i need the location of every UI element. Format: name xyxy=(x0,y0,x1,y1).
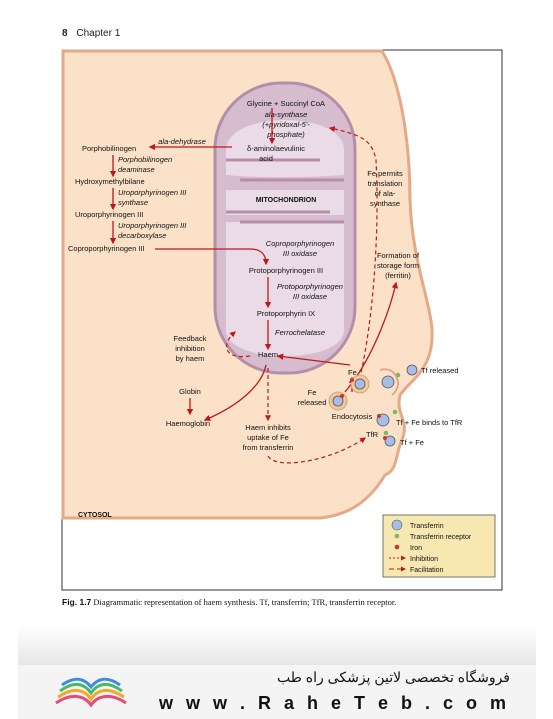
cytosol-label: CYTOSOL xyxy=(78,512,112,519)
protoporphyrinogen-iii: Protoporphyrinogen III xyxy=(249,266,323,275)
chapter-label: Chapter 1 xyxy=(76,28,121,39)
ala-synthase-label: ala-synthase xyxy=(265,110,308,119)
protoporphyrin-ix: Protoporphyrin IX xyxy=(257,309,315,318)
book-logo-icon xyxy=(55,677,127,708)
haem-inhibits-1: Haem inhibits xyxy=(245,423,291,432)
feedback-1: Feedback xyxy=(174,334,207,343)
storage-1: Formation of xyxy=(377,251,420,260)
haem-label: Haem xyxy=(258,350,278,359)
ala-dehydrase-label: ala-dehydrase xyxy=(158,137,206,146)
caption-label: Fig. 1.7 xyxy=(62,597,92,607)
figure-caption: Fig. 1.7 Diagrammatic representation of … xyxy=(62,597,502,607)
legend-receptor-swatch xyxy=(394,533,400,539)
haemoglobin-label: Haemoglobin xyxy=(166,419,210,428)
porphobilinogen-label: Porphobilinogen xyxy=(82,144,136,153)
page-number: 8 xyxy=(62,28,68,39)
phosphate-label: phosphate) xyxy=(266,130,305,139)
copro3-label: Coproporphyrinogen III xyxy=(68,244,145,253)
legend-iron-swatch xyxy=(394,544,400,550)
page-header: 8 Chapter 1 xyxy=(62,28,120,39)
haem-synthesis-figure: Glycine + Succinyl CoA ala-synthase (+py… xyxy=(61,49,503,591)
fe-released-1: Fe xyxy=(308,388,317,397)
legend-transferrin-receptor: Transferrin receptor xyxy=(410,534,472,541)
uro3-decarb-2: decarboxylase xyxy=(118,231,166,240)
legend-facilitation: Facilitation xyxy=(410,567,444,574)
tf-fe-label: Tf + Fe xyxy=(400,438,424,447)
copro-oxidase-1: Coproporphyrinogen xyxy=(266,239,334,248)
ferrochelatase-label: Ferrochelatase xyxy=(275,328,325,337)
endocytosis-label: Endocytosis xyxy=(332,412,373,421)
storage-3: (ferritin) xyxy=(385,271,411,280)
fe-label: Fe xyxy=(348,368,357,377)
legend-iron: Iron xyxy=(410,545,422,552)
uro3-synthase-1: Uroporphyrinogen III xyxy=(118,188,186,197)
legend-inhibition: Inhibition xyxy=(410,556,438,563)
fe-permits-2: translation xyxy=(368,179,403,188)
uro3-label: Uroporphyrinogen III xyxy=(75,210,143,219)
glycine-succinyl: Glycine + Succinyl CoA xyxy=(247,99,325,108)
copro-oxidase-2: III oxidase xyxy=(283,249,317,258)
tf-released-label: Tf released xyxy=(421,366,459,375)
tfr-label: TfR xyxy=(366,430,379,439)
pbg-deaminase-1: Porphobilinogen xyxy=(118,155,172,164)
uro3-synthase-2: synthase xyxy=(118,198,148,207)
ala-label: δ-aminolaevulinic xyxy=(247,144,305,153)
storage-2: storage form xyxy=(377,261,419,270)
haem-inhibits-2: uptake of Fe xyxy=(247,433,289,442)
tf-fe-binds-label: Tf + Fe binds to TfR xyxy=(396,418,463,427)
feedback-2: inhibition xyxy=(175,344,205,353)
footer-persian: فروشگاه تخصصی لاتین پزشکی راه طب xyxy=(277,669,510,685)
haem-inhibits-3: from transferrin xyxy=(243,443,294,452)
caption-text: Diagrammatic representation of haem synt… xyxy=(93,597,397,607)
legend: Transferrin Transferrin receptor Iron In… xyxy=(382,514,496,578)
hmb-label: Hydroxymethylbilane xyxy=(75,177,145,186)
proto-oxidase-2: III oxidase xyxy=(293,292,327,301)
mitochondrion-label: MITOCHONDRION xyxy=(256,197,317,204)
fe-permits-1: Fe permits xyxy=(367,169,403,178)
legend-transferrin: Transferrin xyxy=(410,523,444,530)
acid-label: acid xyxy=(259,154,273,163)
watermark-footer: فروشگاه تخصصی لاتین پزشکی راه طب w w w .… xyxy=(18,665,536,719)
pbg-deaminase-2: deaminase xyxy=(118,165,155,174)
fe-permits-3: of ala- xyxy=(375,189,396,198)
fe-released-2: released xyxy=(298,398,327,407)
uro3-decarb-1: Uroporphyrinogen III xyxy=(118,221,186,230)
globin-label: Globin xyxy=(179,387,201,396)
feedback-3: by haem xyxy=(176,354,205,363)
footer-site: w w w . R a h e T e b . c o m xyxy=(158,693,510,713)
page-shadow xyxy=(18,625,536,665)
fe-permits-4: synthase xyxy=(370,199,400,208)
pyridoxal-label: (+pyridoxal-5'- xyxy=(262,120,310,129)
legend-transferrin-swatch xyxy=(391,519,403,531)
proto-oxidase-1: Protoporphyrinogen xyxy=(277,282,343,291)
